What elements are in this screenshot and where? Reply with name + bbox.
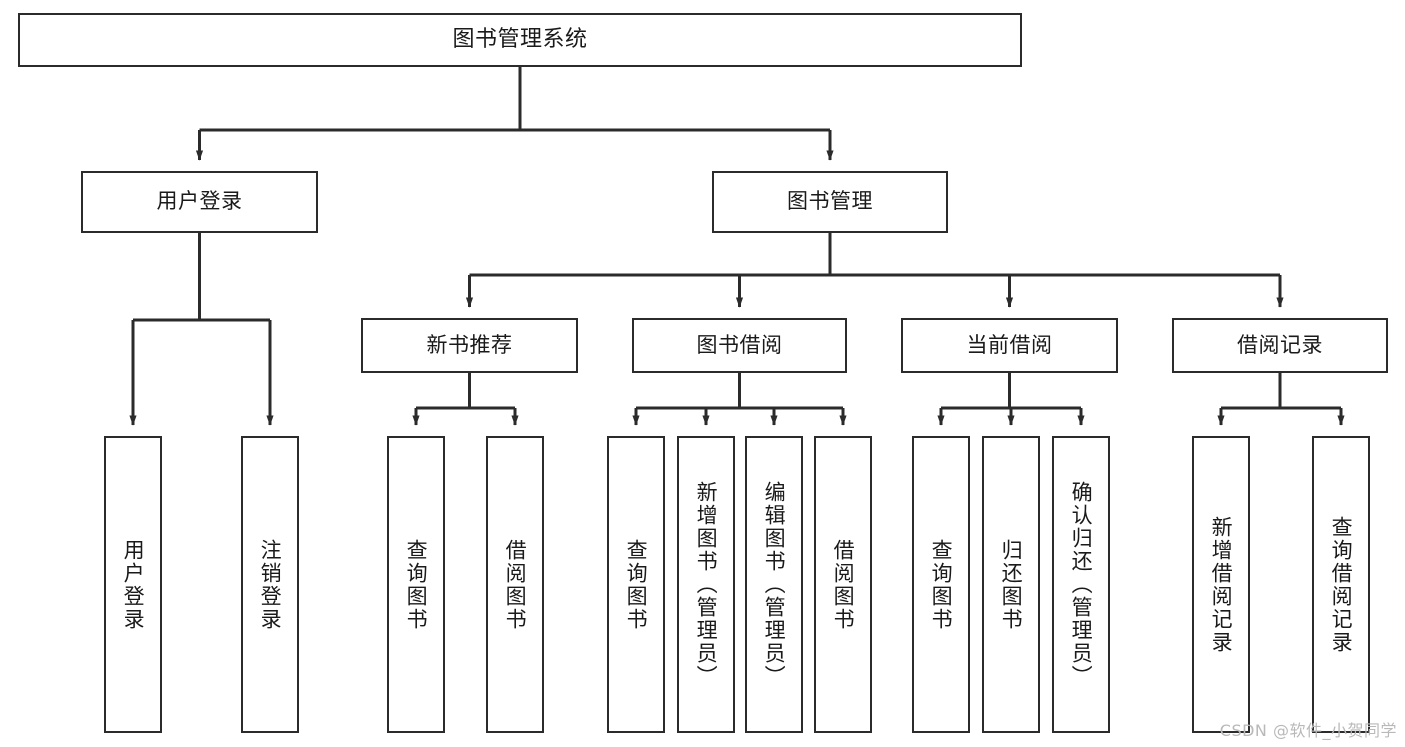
node-label-new-book-recommend: 新书推荐 (426, 332, 513, 357)
node-leaf-query-borrow-record[interactable]: 查询借阅记录 (1312, 436, 1370, 733)
node-leaf-query-book-borrow[interactable]: 查询图书 (607, 436, 665, 733)
node-leaf-borrow-book[interactable]: 借阅图书 (814, 436, 872, 733)
node-label-book-manage: 图书管理 (787, 189, 873, 214)
node-label-root: 图书管理系统 (452, 26, 588, 52)
node-leaf-user-login[interactable]: 用户登录 (104, 436, 162, 733)
node-label-leaf-add-book-admin: 新增图书（管理员） (694, 481, 719, 688)
node-label-leaf-logout: 注销登录 (258, 538, 283, 631)
node-leaf-edit-book-admin[interactable]: 编辑图书（管理员） (745, 436, 803, 733)
node-label-leaf-query-book-rec: 查询图书 (404, 538, 429, 631)
node-label-current-borrow: 当前借阅 (966, 332, 1053, 357)
node-label-leaf-borrow-book: 借阅图书 (831, 538, 856, 631)
node-label-leaf-borrow-book-rec: 借阅图书 (503, 538, 528, 631)
node-leaf-return-book[interactable]: 归还图书 (982, 436, 1040, 733)
node-label-leaf-query-book-borrow: 查询图书 (624, 538, 649, 631)
node-book-borrow[interactable]: 图书借阅 (632, 318, 847, 373)
node-book-manage[interactable]: 图书管理 (712, 171, 948, 233)
node-new-book-recommend[interactable]: 新书推荐 (361, 318, 578, 373)
node-label-leaf-user-login: 用户登录 (121, 538, 146, 631)
node-label-leaf-add-borrow-record: 新增借阅记录 (1209, 515, 1234, 654)
node-label-leaf-edit-book-admin: 编辑图书（管理员） (762, 481, 787, 688)
node-leaf-query-book-cur[interactable]: 查询图书 (912, 436, 970, 733)
node-label-leaf-confirm-return-admin: 确认归还（管理员） (1069, 481, 1094, 688)
node-borrow-record[interactable]: 借阅记录 (1172, 318, 1388, 373)
node-leaf-logout[interactable]: 注销登录 (241, 436, 299, 733)
node-leaf-query-book-rec[interactable]: 查询图书 (387, 436, 445, 733)
node-root[interactable]: 图书管理系统 (18, 13, 1022, 67)
node-label-leaf-query-borrow-record: 查询借阅记录 (1329, 515, 1354, 654)
node-leaf-add-book-admin[interactable]: 新增图书（管理员） (677, 436, 735, 733)
node-leaf-confirm-return-admin[interactable]: 确认归还（管理员） (1052, 436, 1110, 733)
node-label-leaf-query-book-cur: 查询图书 (929, 538, 954, 631)
node-leaf-borrow-book-rec[interactable]: 借阅图书 (486, 436, 544, 733)
node-user-login[interactable]: 用户登录 (81, 171, 318, 233)
node-label-borrow-record: 借阅记录 (1237, 332, 1323, 357)
node-label-book-borrow: 图书借阅 (696, 332, 783, 357)
node-current-borrow[interactable]: 当前借阅 (901, 318, 1118, 373)
node-label-user-login: 用户登录 (156, 189, 243, 214)
node-leaf-add-borrow-record[interactable]: 新增借阅记录 (1192, 436, 1250, 733)
node-label-leaf-return-book: 归还图书 (999, 538, 1024, 631)
